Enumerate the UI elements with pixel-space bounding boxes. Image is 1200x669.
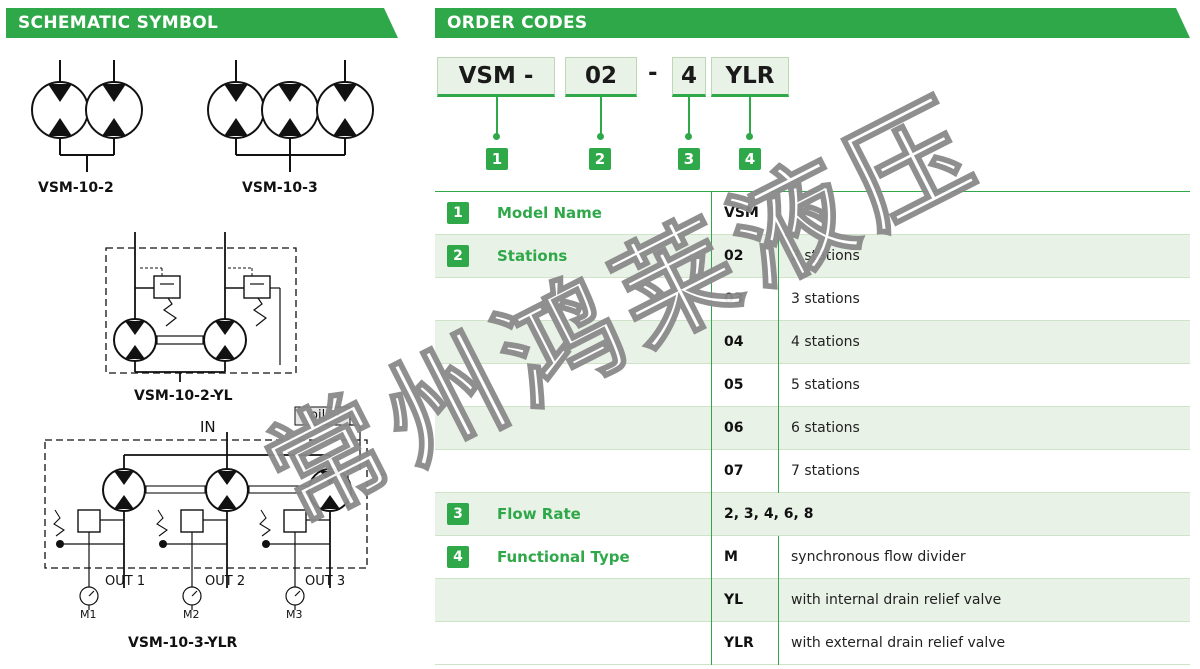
code-segment-stations: 02 [565, 57, 637, 97]
gauge-m2-label: M2 [183, 608, 200, 621]
table-row: YLR with external drain relief valve [435, 622, 1190, 665]
vsm-10-3-label: VSM-10-3 [242, 180, 318, 196]
row-code: VSM [724, 205, 759, 221]
row-code: 03 [724, 291, 744, 307]
vsm-10-3-symbol [207, 60, 374, 172]
order-codes-header: ORDER CODES [435, 8, 1190, 38]
column-divider-stations [778, 235, 779, 493]
row-desc: with external drain relief valve [791, 635, 1006, 651]
row-code: 2, 3, 4, 6, 8 [724, 506, 814, 522]
row-desc: 6 stations [791, 420, 860, 436]
connector-1 [496, 97, 498, 139]
table-row: 2 Stations 02 2 stations [435, 235, 1190, 278]
row-desc: 7 stations [791, 463, 860, 479]
row-code: YLR [724, 635, 754, 651]
table-row: 05 5 stations [435, 364, 1190, 407]
row-code: 06 [724, 420, 744, 436]
row-name: Stations [497, 247, 568, 265]
vsm-10-2-yl-symbol [105, 232, 297, 374]
order-codes-title: ORDER CODES [447, 13, 588, 33]
schematic-symbol-title: SCHEMATIC SYMBOL [18, 13, 219, 33]
code-dash: - [648, 60, 658, 86]
port-oil-label: oil [310, 408, 326, 423]
row-number-badge: 1 [447, 202, 469, 224]
row-code: 02 [724, 248, 744, 264]
connector-dot-3 [685, 133, 692, 140]
schematic-area: VSM-10-2 VSM-10-3 VSM-10-2-YL VSM-10-3-Y… [0, 40, 420, 669]
connector-3 [688, 97, 690, 139]
port-in-label: IN [200, 418, 216, 436]
number-badge-1: 1 [486, 148, 508, 170]
port-out1-label: OUT 1 [105, 574, 146, 589]
table-row: 04 4 stations [435, 321, 1190, 364]
code-segment-model: VSM - [437, 57, 555, 97]
vsm-10-3-ylr-symbol [44, 406, 368, 610]
connector-4 [749, 97, 751, 139]
vsm-10-3-ylr-motors [56, 468, 352, 606]
vsm-10-2-yl-motors [113, 318, 247, 382]
connector-dot-4 [746, 133, 753, 140]
number-badge-4: 4 [739, 148, 761, 170]
table-row: 4 Functional Type M synchronous flow div… [435, 536, 1190, 579]
row-name: Functional Type [497, 548, 630, 566]
code-segment-flow: 4 [672, 57, 706, 97]
connector-dot-2 [597, 133, 604, 140]
table-row: 3 Flow Rate 2, 3, 4, 6, 8 [435, 493, 1190, 536]
number-badge-2: 2 [589, 148, 611, 170]
schematic-symbol-header: SCHEMATIC SYMBOL [6, 8, 398, 38]
table-row: 1 Model Name VSM [435, 192, 1190, 235]
gauge-m3-label: M3 [286, 608, 303, 621]
row-desc: 2 stations [791, 248, 860, 264]
port-t-label: T [378, 472, 386, 486]
number-badge-3: 3 [678, 148, 700, 170]
code-segment-type: YLR [711, 57, 789, 97]
row-code: M [724, 549, 738, 565]
row-number-badge: 2 [447, 245, 469, 267]
row-code: YL [724, 592, 744, 608]
vsm-10-2-symbol [31, 60, 143, 172]
row-name: Flow Rate [497, 505, 581, 523]
vsm-10-3-ylr-label: VSM-10-3-YLR [128, 635, 238, 651]
row-code: 07 [724, 463, 744, 479]
column-divider-main [711, 192, 712, 665]
row-desc: with internal drain relief valve [791, 592, 1002, 608]
schematic-drawings [31, 60, 374, 610]
row-number-badge: 3 [447, 503, 469, 525]
row-desc: 4 stations [791, 334, 860, 350]
order-code-table: 1 Model Name VSM 2 Stations 02 2 station… [435, 191, 1190, 665]
table-row: YL with internal drain relief valve [435, 579, 1190, 622]
table-row: 07 7 stations [435, 450, 1190, 493]
column-divider-type [778, 536, 779, 665]
row-desc: 5 stations [791, 377, 860, 393]
row-code: 05 [724, 377, 744, 393]
connector-2 [600, 97, 602, 139]
port-out2-label: OUT 2 [205, 574, 246, 589]
gauge-m1-label: M1 [80, 608, 97, 621]
connector-dot-1 [493, 133, 500, 140]
row-number-badge: 4 [447, 546, 469, 568]
table-row: 03 3 stations [435, 278, 1190, 321]
table-row: 06 6 stations [435, 407, 1190, 450]
port-out3-label: OUT 3 [305, 574, 346, 589]
vsm-10-2-yl-label: VSM-10-2-YL [134, 388, 233, 404]
row-desc: synchronous flow divider [791, 549, 966, 565]
row-name: Model Name [497, 204, 602, 222]
row-code: 04 [724, 334, 744, 350]
vsm-10-2-label: VSM-10-2 [38, 180, 114, 196]
row-desc: 3 stations [791, 291, 860, 307]
